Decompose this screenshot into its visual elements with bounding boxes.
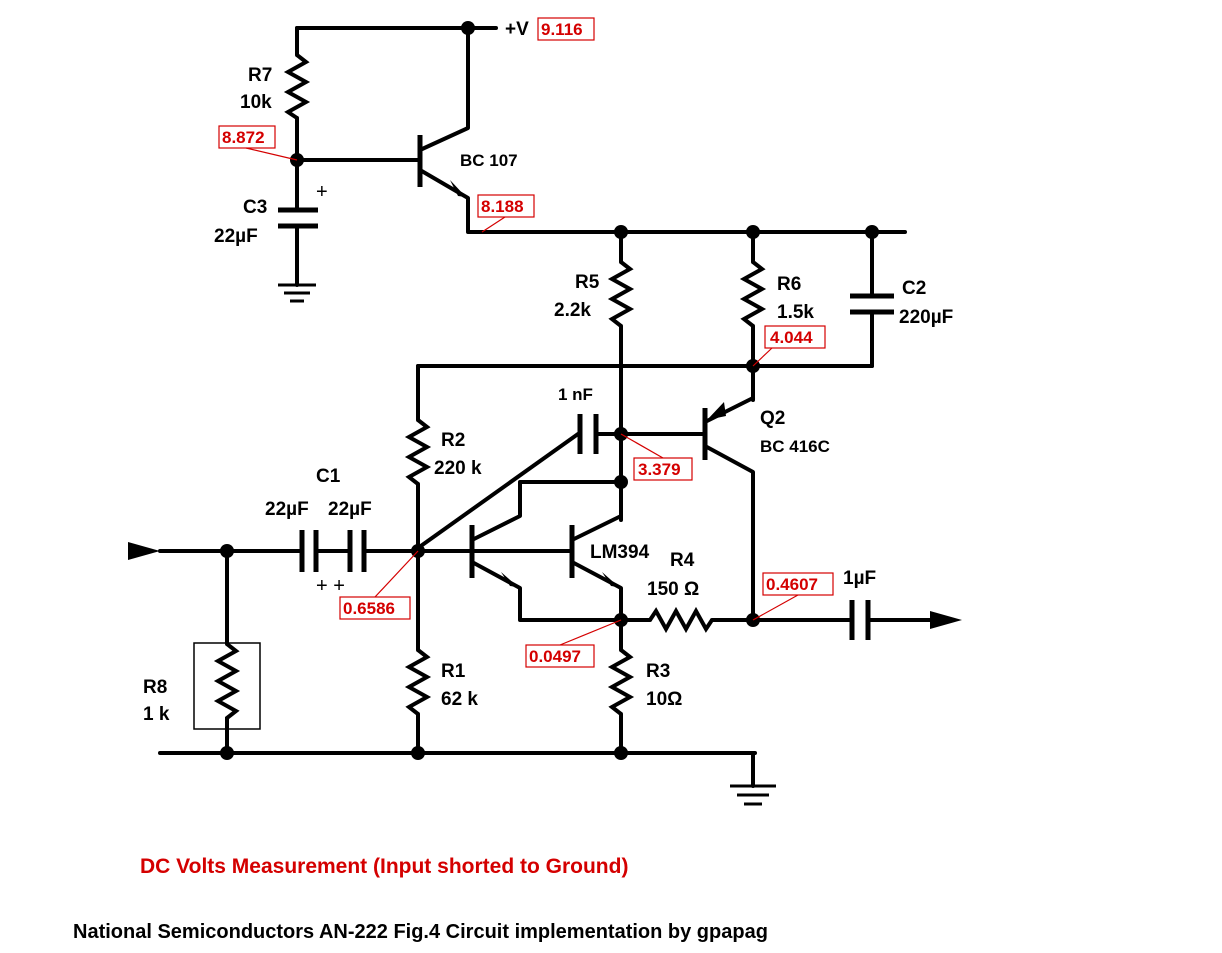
input-section <box>128 364 472 754</box>
cap-1nf-value: 1 nF <box>558 385 593 404</box>
c1-value-a: 22µF <box>265 499 309 520</box>
r6-value: 1.5k <box>777 302 814 323</box>
meas-q2-base: 3.379 <box>638 460 681 479</box>
c2-name: C2 <box>902 278 926 299</box>
q2-part: BC 416C <box>760 437 830 456</box>
r2-resistor <box>404 418 432 486</box>
r5-name: R5 <box>575 272 600 293</box>
credit-line: National Semiconductors AN-222 Fig.4 Cir… <box>73 921 768 943</box>
c3-name: C3 <box>243 197 267 218</box>
component-labels: +V R7 10k C3 22µF + BC 107 R5 2.2k R6 1.… <box>143 19 953 725</box>
output-arrow-icon <box>930 611 962 629</box>
meas-supply: 9.116 <box>541 20 583 39</box>
r3-value: 10Ω <box>646 689 682 710</box>
supply-label: +V <box>505 19 529 40</box>
r6-name: R6 <box>777 274 801 295</box>
measurement-title: DC Volts Measurement (Input shorted to G… <box>140 855 628 878</box>
meas-lm394-emitter: 0.0497 <box>529 647 581 666</box>
lm394-section <box>469 475 962 754</box>
input-arrow-icon <box>128 542 160 560</box>
meas-output-node: 0.4607 <box>766 575 818 594</box>
r8-name: R8 <box>143 677 167 698</box>
c1-name: C1 <box>316 466 341 487</box>
r4-name: R4 <box>670 550 695 571</box>
c3-value: 22µF <box>214 226 258 247</box>
meas-input-node: 0.6586 <box>343 599 395 618</box>
ground-rail <box>158 746 776 806</box>
supply-section <box>278 21 907 303</box>
bc107-emitter-arrow <box>450 180 466 197</box>
lm394-left-emitter-arrow <box>501 572 518 587</box>
r2-value: 220 k <box>434 458 482 479</box>
ground-main-icon <box>730 784 776 806</box>
ground-c3-icon <box>278 283 316 303</box>
q2-name: Q2 <box>760 408 785 429</box>
cap-out-value: 1µF <box>843 568 876 589</box>
q2-section <box>416 396 755 622</box>
r7-value: 10k <box>240 92 272 113</box>
c3-polarity: + <box>316 181 328 203</box>
r7-name: R7 <box>248 65 272 86</box>
r4-resistor <box>648 606 714 634</box>
q2-emitter-arrow <box>707 402 726 420</box>
r4-value: 150 Ω <box>647 579 699 600</box>
c1-polarity: + + <box>316 575 345 597</box>
r1-resistor <box>404 648 432 716</box>
r5-resistor <box>607 260 635 328</box>
r3-resistor <box>607 648 635 716</box>
c1-value-b: 22µF <box>328 499 372 520</box>
measurement-annotations: 9.116 8.872 8.188 4.044 3.379 0.6586 0.0… <box>218 17 834 668</box>
meas-emitter-bc107: 8.188 <box>481 197 524 216</box>
r8-value: 1 k <box>143 704 170 725</box>
r8-resistor <box>213 642 241 729</box>
bc107-label: BC 107 <box>460 151 518 170</box>
c2-value: 220µF <box>899 307 953 328</box>
r1-value: 62 k <box>441 689 478 710</box>
r7-resistor <box>283 53 311 120</box>
r6-resistor <box>739 260 767 328</box>
r3-name: R3 <box>646 661 670 682</box>
meas-r6-collector: 4.044 <box>770 328 813 347</box>
r5-value: 2.2k <box>554 300 591 321</box>
r2-name: R2 <box>441 430 465 451</box>
meas-r7-c3: 8.872 <box>222 128 265 147</box>
r1-name: R1 <box>441 661 466 682</box>
lm394-label: LM394 <box>590 542 650 563</box>
lm394-right-emitter-arrow <box>602 572 619 587</box>
